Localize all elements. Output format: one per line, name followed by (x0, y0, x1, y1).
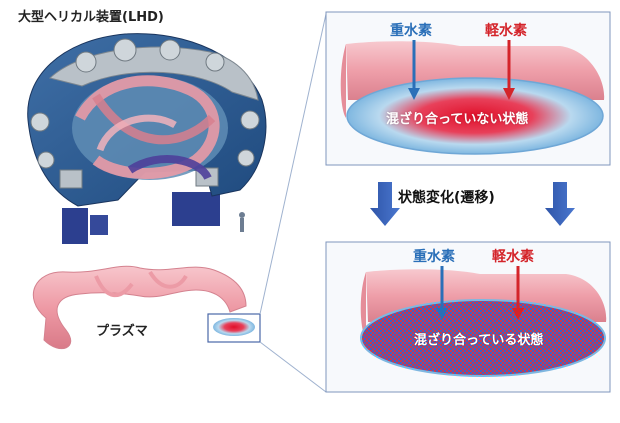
plasma-tube-illustration (32, 265, 255, 350)
down-arrow-icon (436, 308, 448, 320)
bottom-deuterium-label: 重水素 (413, 249, 455, 265)
top-hydrogen-label: 軽水素 (485, 23, 527, 39)
transition-label: 状態変化(遷移) (398, 190, 495, 206)
projection-line-top (259, 13, 327, 315)
top-deuterium-label: 重水素 (390, 23, 432, 39)
down-arrow-icon (545, 182, 575, 226)
vessel-illustration (27, 33, 267, 244)
top-panel-graphic (325, 11, 611, 166)
zoom-frame (207, 313, 261, 343)
down-arrow-icon (512, 308, 524, 320)
bottom-hydrogen-label: 軽水素 (492, 249, 534, 265)
top-state-text: 混ざり合っていない状態 (386, 112, 529, 127)
down-arrow-icon (408, 88, 420, 100)
device-title: 大型ヘリカル装置(LHD) (18, 10, 164, 25)
transition-arrows (370, 182, 575, 226)
plasma-label: プラズマ (96, 324, 148, 339)
down-arrow-icon (370, 182, 400, 226)
bottom-state-text: 混ざり合っている状態 (414, 333, 544, 348)
projection-line-bottom (259, 341, 327, 393)
down-arrow-icon (503, 88, 515, 100)
bottom-panel-graphic (325, 241, 611, 393)
